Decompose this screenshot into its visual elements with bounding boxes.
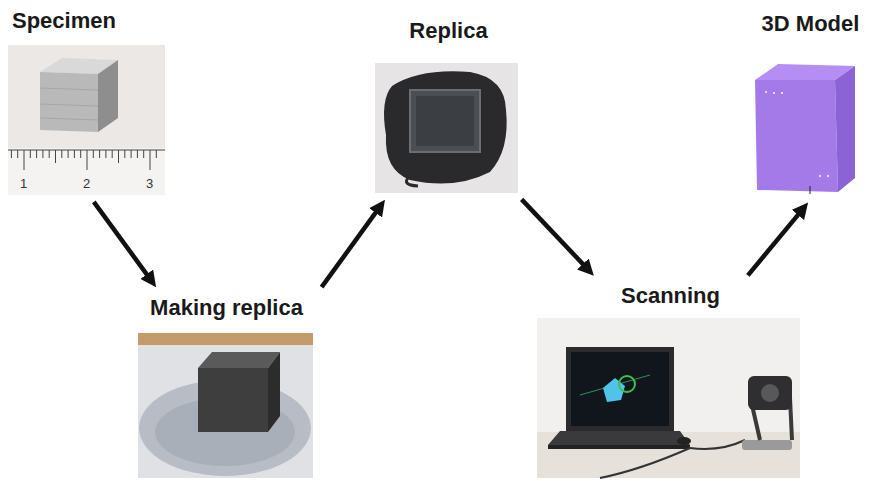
specimen-photo xyxy=(8,45,165,195)
ruler-number: 1 xyxy=(20,177,27,191)
flow-arrow xyxy=(94,202,150,279)
replica-photo xyxy=(375,63,518,193)
flow-arrow xyxy=(522,199,587,268)
making-replica-photo xyxy=(138,333,313,478)
process-step: Making replica xyxy=(126,292,324,480)
process-step: Specimen xyxy=(6,2,168,197)
ruler-number: 3 xyxy=(146,177,153,191)
step-title: Scanning xyxy=(621,283,720,309)
step-title: Replica xyxy=(409,18,487,44)
flow-arrow xyxy=(322,208,380,287)
step-title: Making replica xyxy=(150,295,303,321)
step-title: 3D Model xyxy=(762,11,860,37)
process-step: Replica xyxy=(372,15,522,195)
scanning-photo xyxy=(537,318,800,478)
ruler-number: 2 xyxy=(83,177,90,191)
step-title: Specimen xyxy=(12,8,116,34)
process-step: 3D Model xyxy=(750,8,868,198)
3d-model-cube xyxy=(755,64,855,194)
flow-arrow xyxy=(748,210,802,275)
process-step: Scanning xyxy=(535,280,803,478)
